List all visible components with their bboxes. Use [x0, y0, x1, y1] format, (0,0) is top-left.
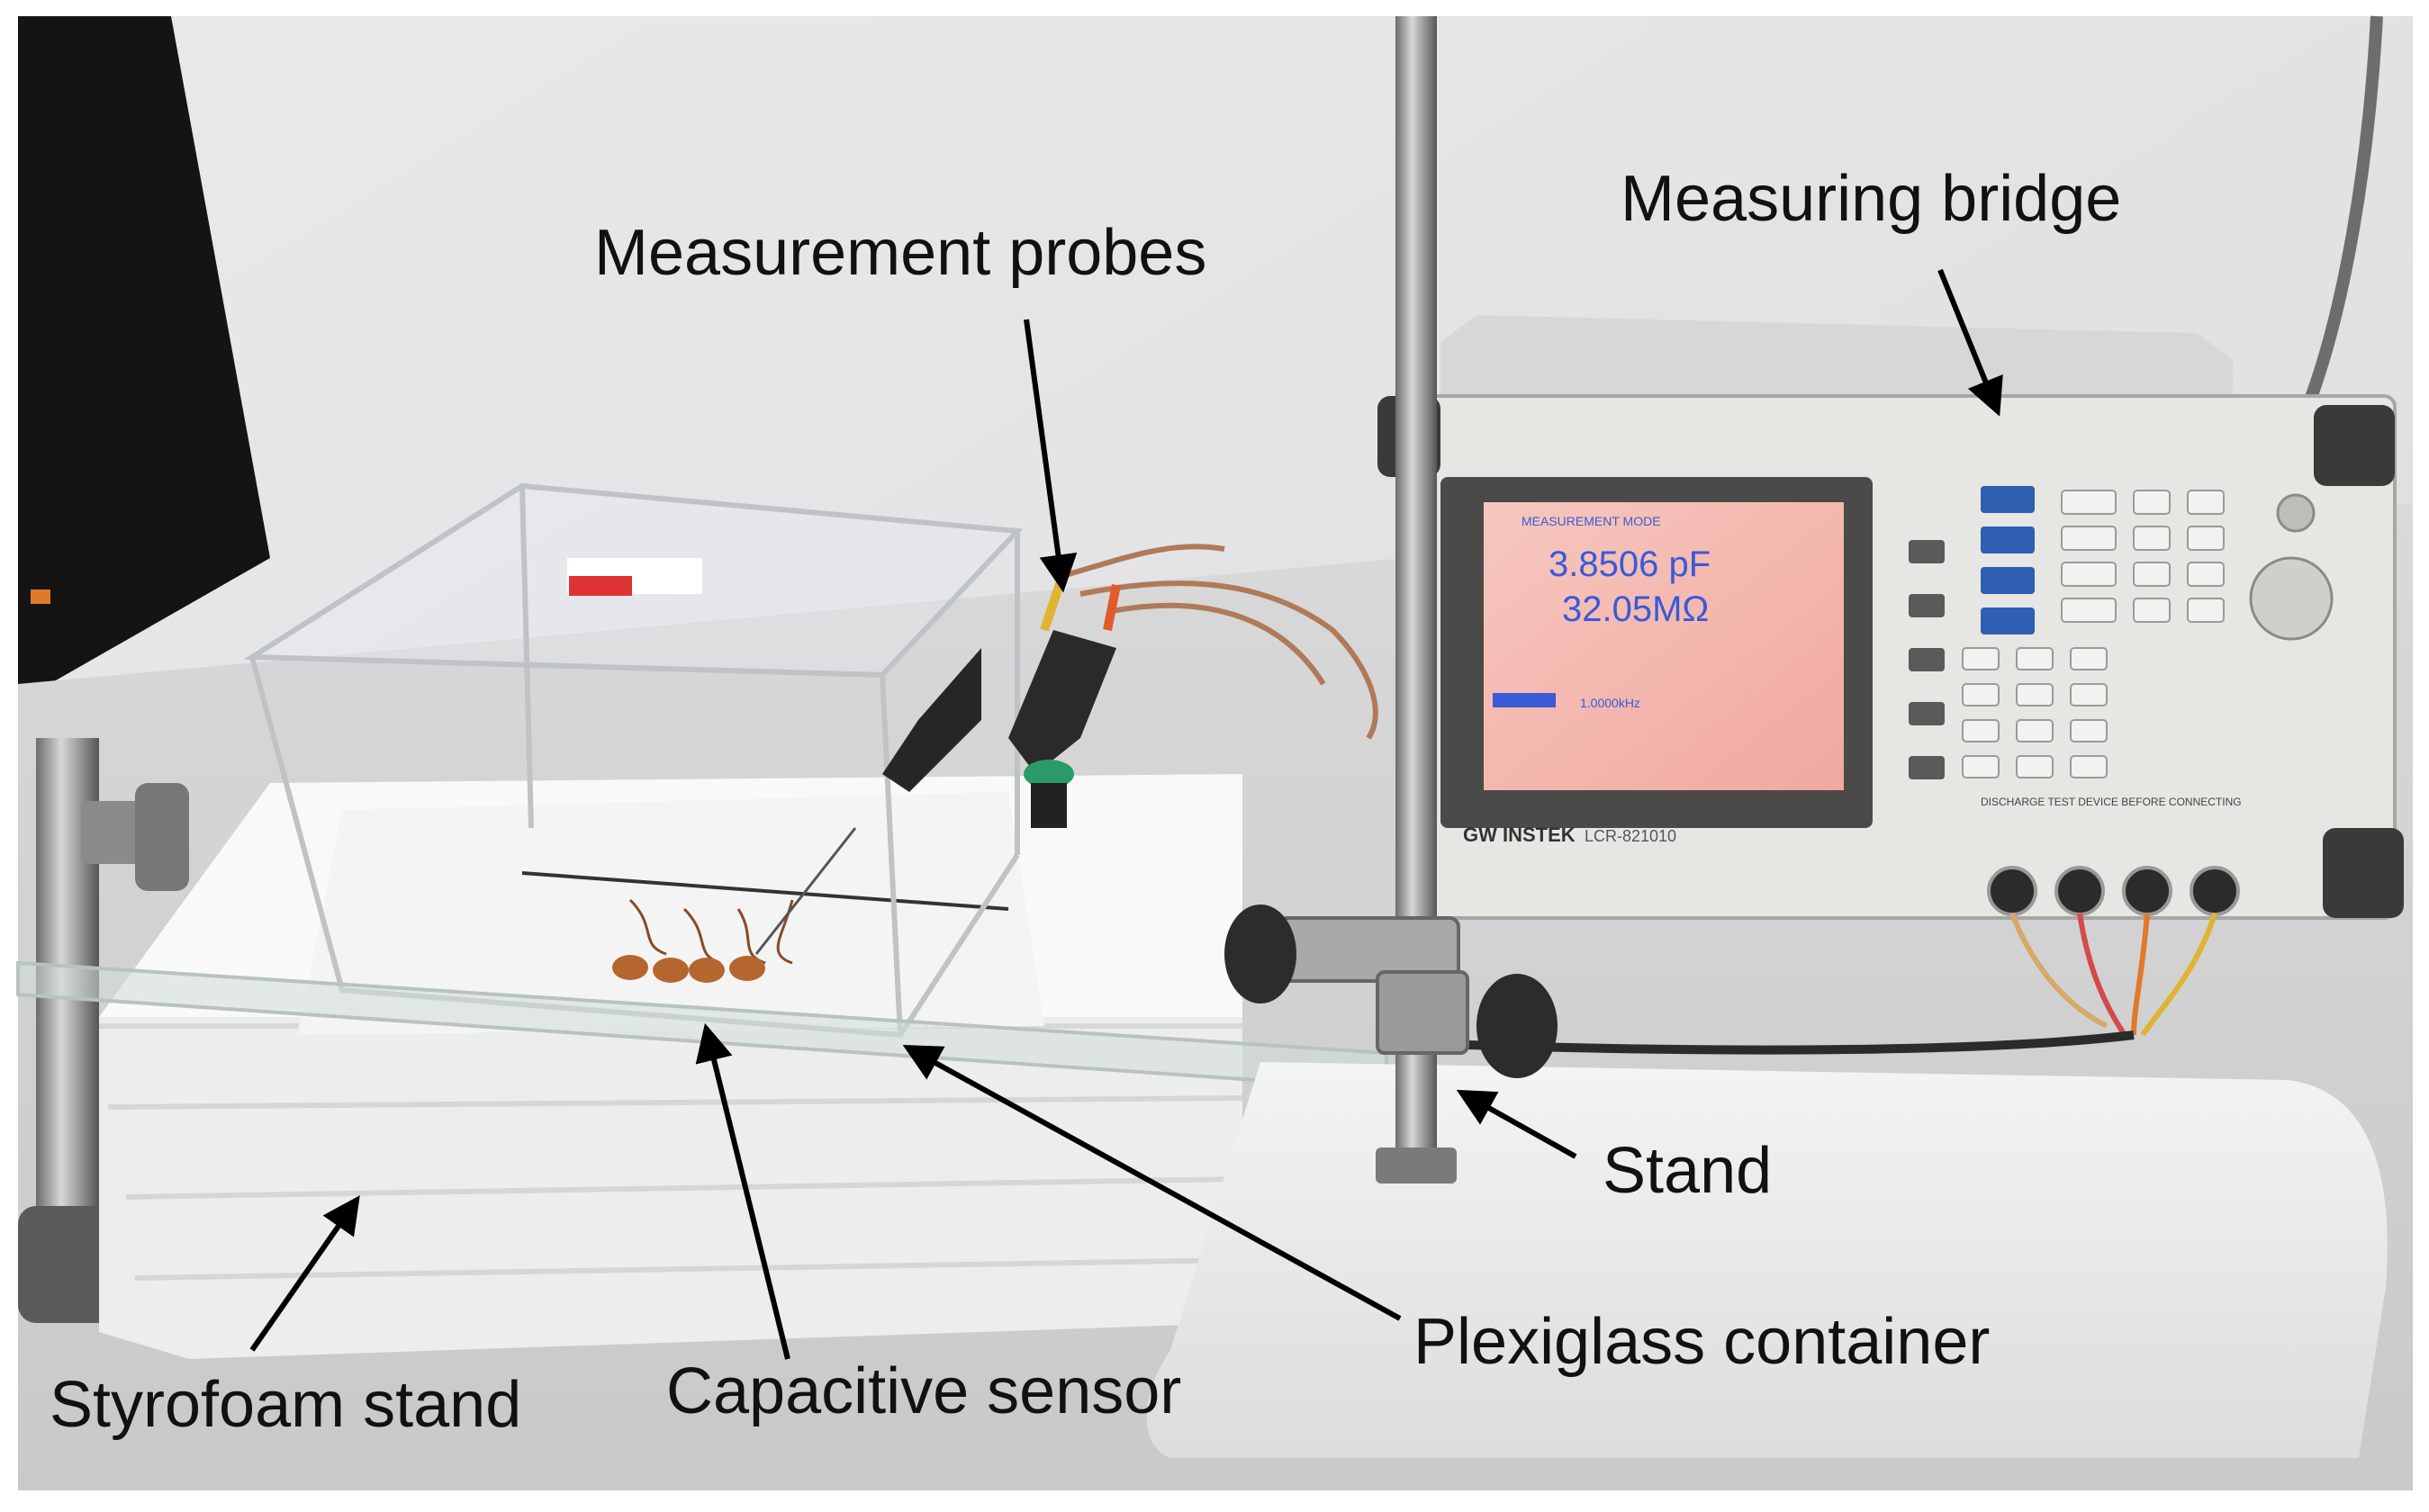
frequency-readout: 1.0000kHz — [1580, 696, 1640, 710]
key[interactable] — [2187, 562, 2225, 587]
label-stand: Stand — [1603, 1135, 1772, 1207]
soft-key[interactable] — [1909, 594, 1945, 617]
arrow-measuring-bridge — [1937, 268, 2003, 417]
arrow-plexiglass-container — [902, 1044, 1402, 1321]
key[interactable] — [2061, 490, 2117, 515]
key[interactable] — [2070, 647, 2108, 670]
key[interactable] — [2133, 562, 2171, 587]
key[interactable] — [2070, 719, 2108, 742]
key[interactable] — [1962, 683, 2000, 706]
warning-label: DISCHARGE TEST DEVICE BEFORE CONNECTING — [1981, 796, 2242, 808]
key[interactable] — [2070, 755, 2108, 778]
arrow-capacitive-sensor — [695, 1022, 790, 1360]
model-label: LCR-821010 — [1585, 827, 1676, 845]
sensor-electrode — [653, 958, 689, 983]
bnc-terminal[interactable] — [2122, 866, 2172, 916]
key[interactable] — [2133, 598, 2171, 623]
arrow-stand — [1456, 1089, 1577, 1159]
bnc-terminal[interactable] — [1987, 866, 2037, 916]
label-measurement-probes: Measurement probes — [594, 217, 1206, 289]
blue-key[interactable] — [1981, 567, 2035, 594]
sensor-electrode — [729, 956, 765, 981]
arrow-measurement-probes — [1024, 319, 1078, 593]
soft-key[interactable] — [1909, 540, 1945, 563]
stand-base — [1146, 1062, 2388, 1458]
measurement-probes — [882, 544, 1378, 828]
key[interactable] — [2016, 719, 2054, 742]
bnc-terminal[interactable] — [2054, 866, 2105, 916]
navigation-dial[interactable] — [2249, 556, 2334, 641]
key[interactable] — [2016, 683, 2054, 706]
blue-key[interactable] — [1981, 526, 2035, 554]
key[interactable] — [2061, 526, 2117, 551]
screen-header: MEASUREMENT MODE — [1522, 514, 1661, 528]
key[interactable] — [2016, 647, 2054, 670]
annotation-arrows — [249, 268, 2003, 1360]
blue-key[interactable] — [1981, 486, 2035, 513]
lcr-screen — [1484, 502, 1844, 790]
key[interactable] — [2070, 683, 2108, 706]
stand — [1224, 16, 1558, 1184]
key[interactable] — [2061, 562, 2117, 587]
plexiglass-container — [243, 482, 1024, 1039]
soft-key[interactable] — [1909, 702, 1945, 725]
key[interactable] — [2187, 490, 2225, 515]
key[interactable] — [2016, 755, 2054, 778]
key[interactable] — [2133, 490, 2171, 515]
key[interactable] — [1962, 755, 2000, 778]
arrow-styrofoam-stand — [249, 1195, 360, 1352]
label-capacitive-sensor: Capacitive sensor — [666, 1355, 1181, 1427]
power-button[interactable] — [2276, 493, 2316, 533]
key[interactable] — [2133, 526, 2171, 551]
brand-label: GW INSTEK — [1463, 824, 1576, 846]
label-measuring-bridge: Measuring bridge — [1621, 163, 2121, 235]
blue-key[interactable] — [1981, 608, 2035, 634]
sensor-electrode — [689, 958, 725, 983]
key[interactable] — [2061, 598, 2117, 623]
reading-primary: 3.8506 pF — [1549, 544, 1711, 584]
key[interactable] — [1962, 647, 2000, 670]
label-plexiglass-container: Plexiglass container — [1413, 1306, 1990, 1378]
key[interactable] — [2187, 526, 2225, 551]
label-styrofoam-stand: Styrofoam stand — [50, 1369, 521, 1441]
soft-key[interactable] — [1909, 648, 1945, 671]
reading-secondary: 32.05MΩ — [1562, 590, 1709, 629]
keypad — [1962, 490, 2225, 778]
key[interactable] — [2187, 598, 2225, 623]
soft-key[interactable] — [1909, 756, 1945, 779]
key[interactable] — [1962, 719, 2000, 742]
sensor-electrode — [612, 955, 648, 980]
capacitive-sensor-sheet — [297, 792, 1044, 1035]
bnc-terminal[interactable] — [2190, 866, 2240, 916]
measuring-bridge-device: MEASUREMENT MODE 3.8506 pF 32.05MΩ 1.000… — [1377, 315, 2404, 1055]
